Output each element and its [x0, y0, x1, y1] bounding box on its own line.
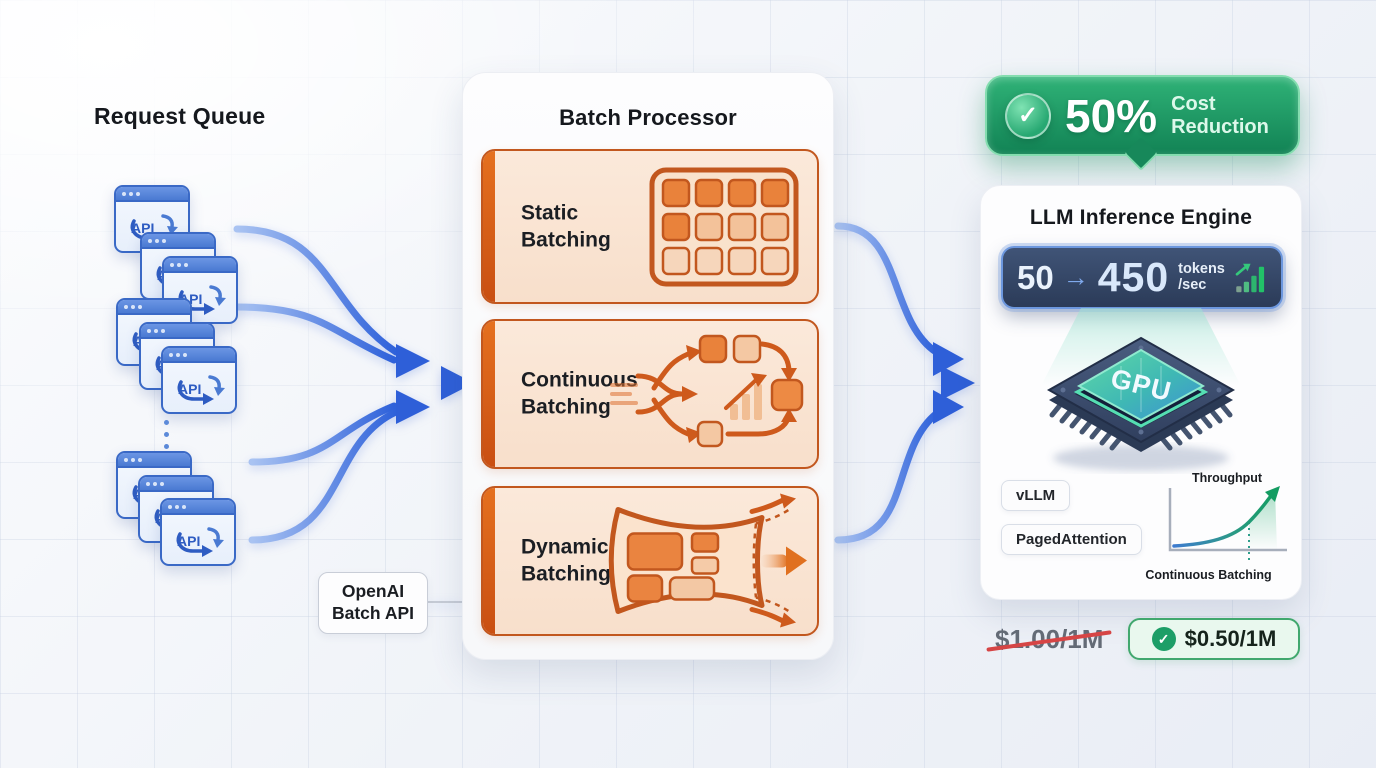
svg-text:API: API [178, 381, 201, 397]
window-titlebar [163, 348, 235, 363]
static-batching-grid-icon [649, 167, 799, 286]
window-titlebar [164, 258, 236, 273]
window-titlebar [142, 234, 214, 249]
tokens-unit: tokens /sec [1178, 261, 1225, 293]
dynamic-batching-card: Dynamic Batching [481, 486, 819, 636]
queue-to-batch-arrows [233, 225, 447, 544]
window-titlebar [118, 300, 190, 315]
api-window: API [161, 346, 237, 414]
request-queue-title: Request Queue [94, 103, 266, 129]
engine-arrowheads [933, 342, 975, 424]
svg-text:API: API [177, 533, 200, 549]
mini-chart-ylabel: Throughput [1191, 471, 1263, 485]
cost-reduction-label: Cost Reduction [1171, 92, 1269, 138]
batch-processor-title: Batch Processor [559, 105, 737, 130]
continuous-batching-card: Continuous Batching [481, 319, 819, 469]
cost-reduction-percent: 50% [1065, 89, 1158, 142]
price-check-icon: ✓ [1151, 627, 1176, 651]
throughput-counter: 50 → 450 tokens /sec [1001, 246, 1283, 309]
batch-processor-panel: Batch Processor Static Batching Continuo… [462, 72, 834, 660]
static-batching-card: Static Batching [481, 149, 819, 304]
tokens-before: 50 [1017, 258, 1054, 296]
growth-bars-icon [1235, 263, 1264, 292]
new-price-value: $0.50/1M [1184, 626, 1277, 651]
cost-reduction-badge: ✓ 50% Cost Reduction [985, 75, 1300, 171]
gpu-chip-illustration: GPU [1041, 308, 1241, 471]
window-titlebar [140, 477, 212, 492]
dynamic-batching-flex-icon [608, 493, 807, 628]
window-titlebar [141, 324, 213, 339]
window-titlebar [116, 187, 188, 202]
window-titlebar [162, 500, 234, 515]
queue-arrowheads [396, 344, 474, 424]
openai-batch-api-box: OpenAI Batch API [318, 572, 428, 634]
continuous-batching-flow-icon [610, 334, 804, 448]
tag-pagedattention: PagedAttention [1001, 524, 1142, 555]
dynamic-batching-label: Dynamic Batching [521, 535, 611, 586]
static-batching-label: Static Batching [521, 201, 611, 252]
old-price-strikethrough: $1.00/1M [995, 624, 1104, 654]
batch-to-engine-arrows [834, 222, 947, 544]
queue-ellipsis-dots [164, 420, 169, 449]
engine-title: LLM Inference Engine [1029, 206, 1253, 229]
api-refresh-icon: API [177, 374, 225, 405]
llm-inference-engine-panel: LLM Inference Engine 50 → 450 tokens /se… [980, 185, 1302, 600]
mini-chart-xlabel: Continuous Batching [1145, 568, 1272, 582]
throughput-mini-chart [1168, 486, 1287, 564]
tag-vllm: vLLM [1001, 480, 1071, 511]
continuous-batching-label: Continuous Batching [521, 368, 638, 419]
tokens-arrow: → [1062, 262, 1089, 292]
svg-text:API: API [131, 220, 154, 236]
tokens-after: 450 [1097, 254, 1170, 300]
api-refresh-icon: API [176, 526, 224, 557]
check-circle-icon: ✓ [1005, 92, 1051, 139]
window-titlebar [118, 453, 190, 468]
new-price-pill: ✓ $0.50/1M [1128, 618, 1300, 660]
api-window: API [160, 498, 236, 566]
